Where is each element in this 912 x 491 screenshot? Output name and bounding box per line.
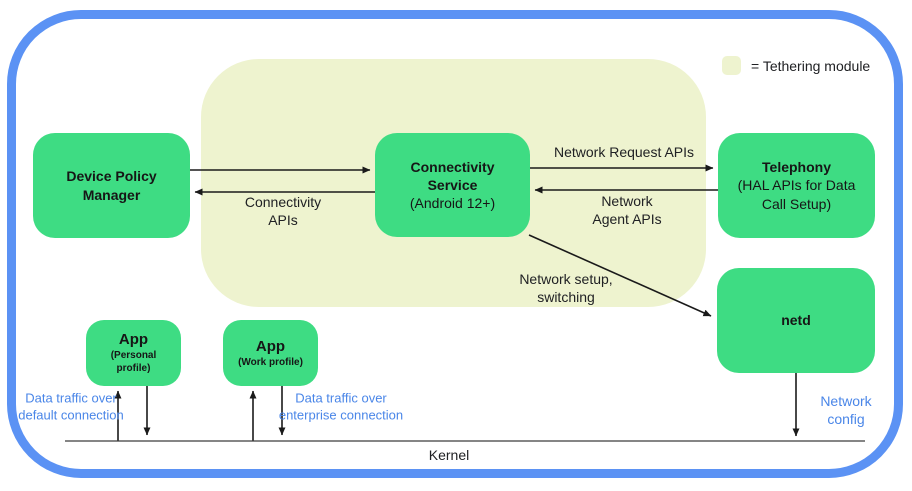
network-setup-switching-label: Network setup, switching [519,271,613,305]
telephony-title: Telephony [762,159,831,176]
app-personal-profile-box: App (Personal profile) [86,320,181,386]
device-policy-manager-title: Device Policy Manager [66,168,157,203]
legend: = Tethering module [722,56,870,75]
network-config-label: Network config [820,393,872,427]
app-personal-subtitle: (Personal profile) [110,350,157,374]
netd-title: netd [781,312,811,329]
app-work-title: App [255,337,286,355]
app-work-subtitle: (Work profile) [238,356,303,368]
data-traffic-enterprise-label: Data traffic over enterprise connection [278,390,404,422]
network-request-apis-label: Network Request APIs [553,144,695,161]
kernel-label: Kernel [428,447,470,464]
connectivity-service-title: Connectivity Service [410,158,495,193]
tethering-module-swatch [722,56,741,75]
device-boundary-frame [7,10,903,478]
device-policy-manager-box: Device Policy Manager [33,133,190,238]
connectivity-service-subtitle: (Android 12+) [409,195,496,212]
network-agent-apis-label: Network Agent APIs [592,193,662,227]
netd-box: netd [717,268,875,373]
app-personal-title: App [118,331,149,348]
app-work-profile-box: App (Work profile) [223,320,318,386]
connectivity-apis-label: Connectivity APIs [244,194,322,228]
legend-label: = Tethering module [751,57,871,74]
telephony-subtitle: (HAL APIs for Data Call Setup) [737,177,856,212]
connectivity-service-box: Connectivity Service (Android 12+) [375,133,530,237]
telephony-box: Telephony (HAL APIs for Data Call Setup) [718,133,875,238]
data-traffic-default-label: Data traffic over default connection [18,390,124,422]
